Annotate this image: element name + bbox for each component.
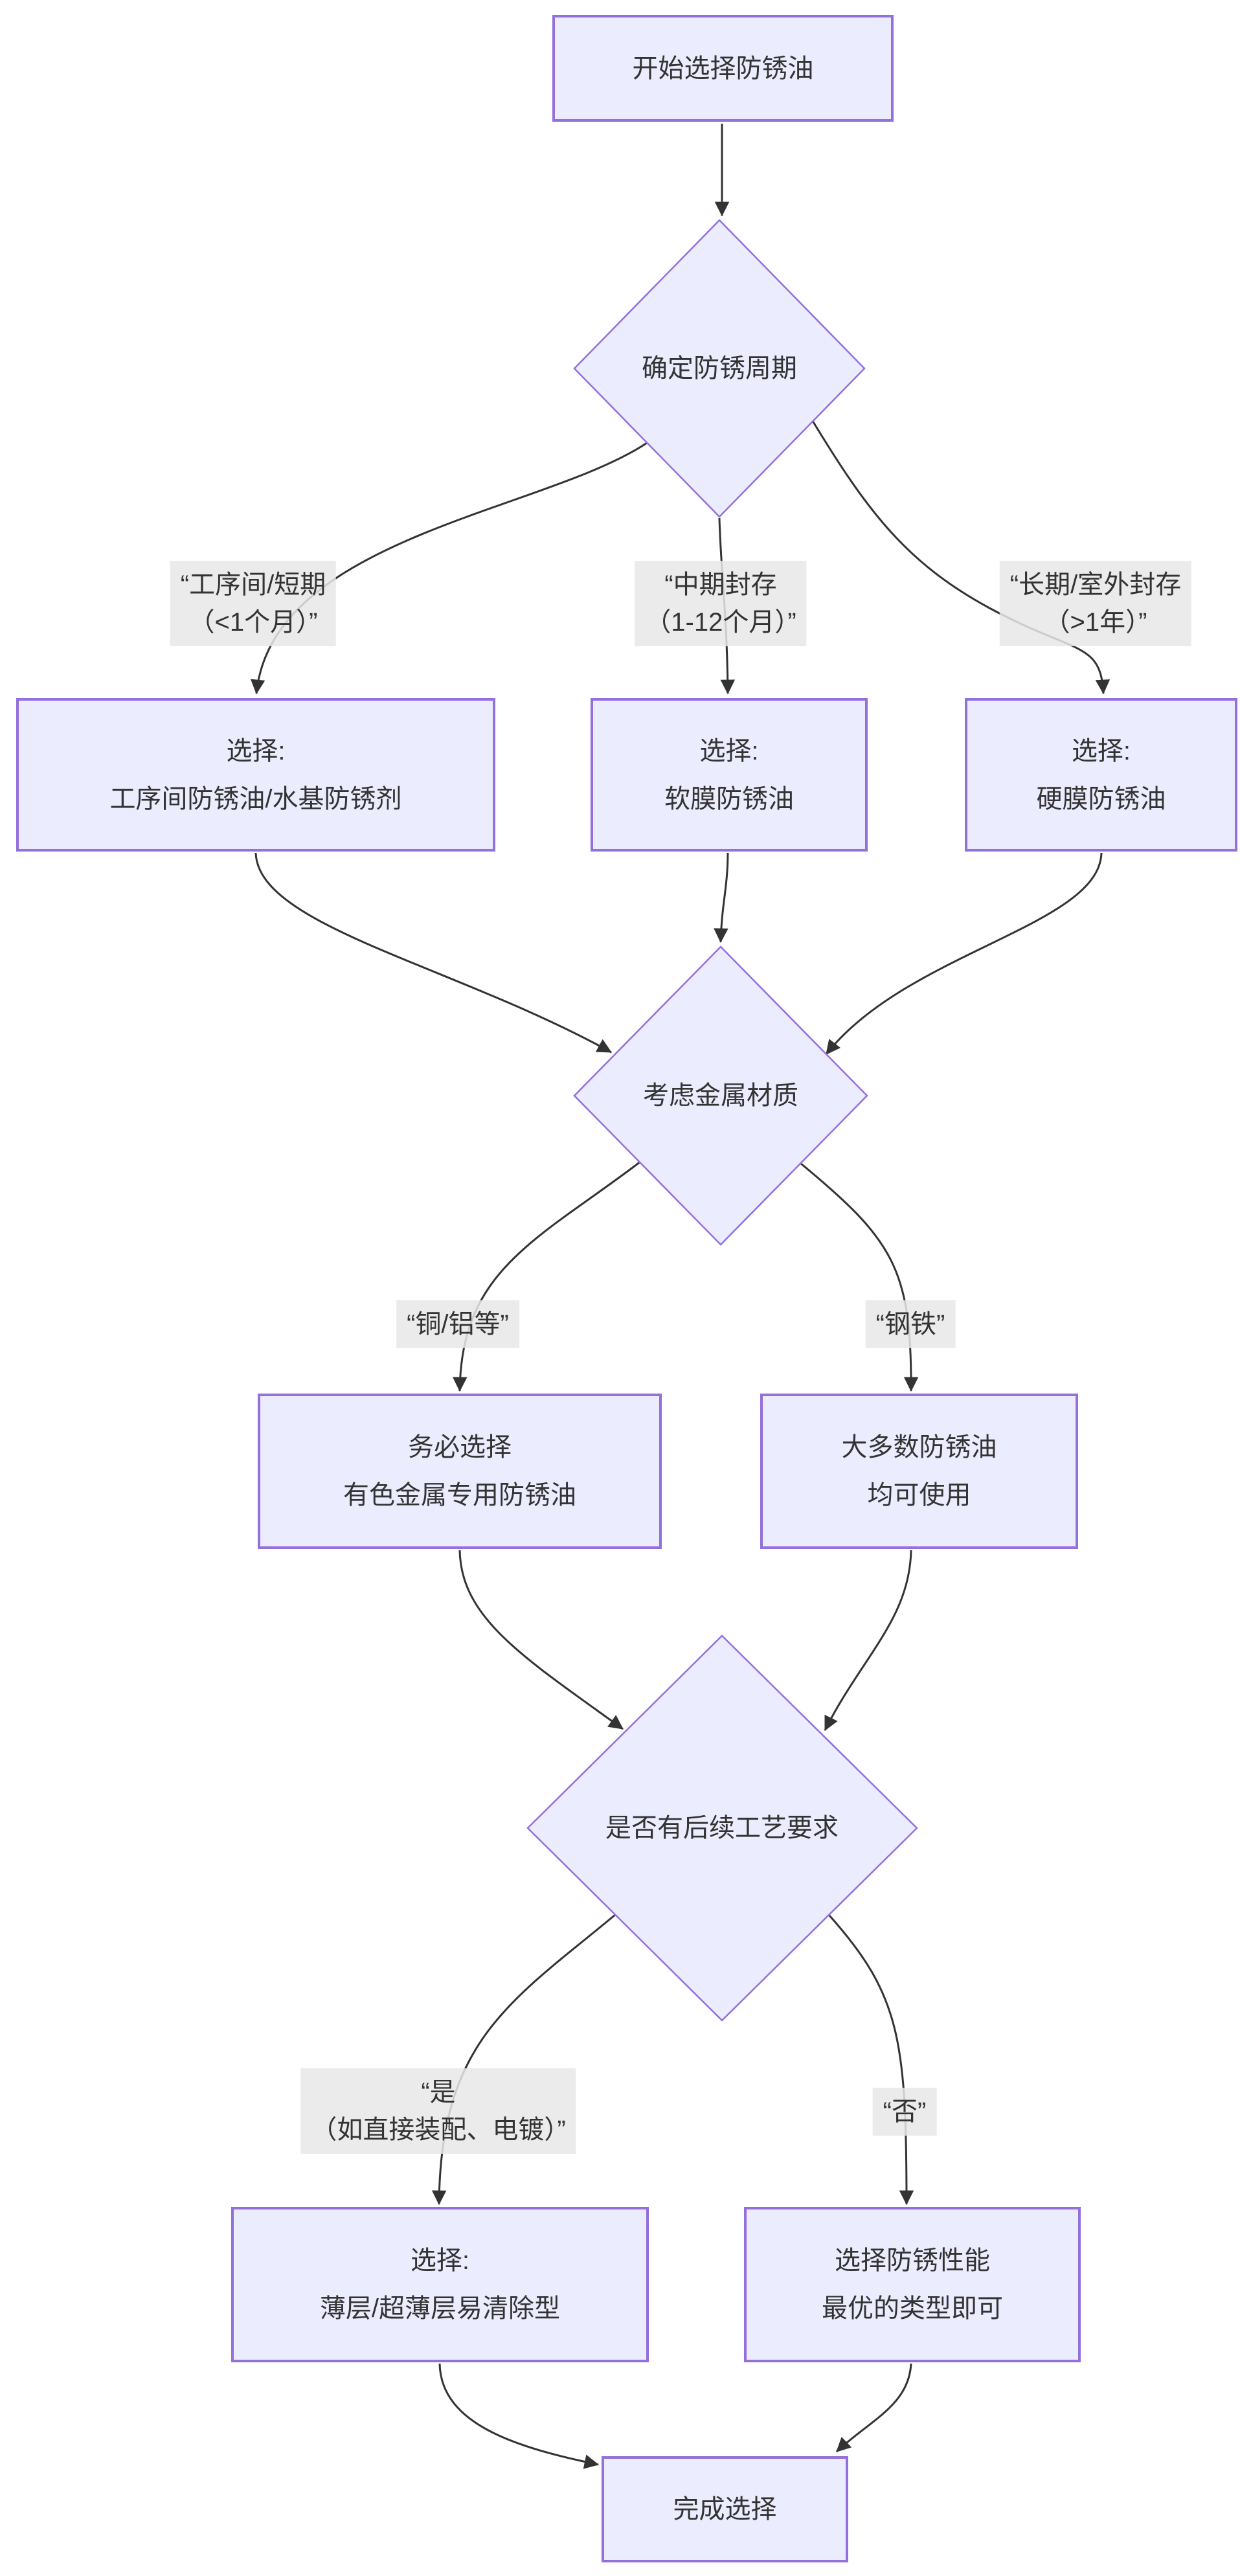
edge-process-to-thin <box>431 1914 616 2206</box>
edge-label-steel: “钢铁” <box>865 1300 956 1348</box>
node-done: 完成选择 <box>602 2456 848 2562</box>
edge-metal-to-nonferrous <box>452 1160 641 1392</box>
edge-label-copper: “铜/铝等” <box>396 1300 519 1348</box>
node-decision-metal-shape <box>573 945 868 1246</box>
edge-nonferrous-to-process <box>458 1550 624 1730</box>
edge-label-copper-line1: “铜/铝等” <box>407 1310 509 1339</box>
edge-label-long-term: “长期/室外封存 （>1年）” <box>999 561 1192 646</box>
node-option-short-term-line2: 工序间防锈油/水基防锈剂 <box>109 784 402 813</box>
edge-short-to-metal <box>254 852 612 1054</box>
node-option-best-performance-line2: 最优的类型即可 <box>822 2294 1003 2323</box>
node-option-thin-layer-line1: 选择: <box>410 2246 470 2275</box>
edge-any-to-process <box>824 1550 912 1732</box>
node-decision-cycle-shape <box>573 219 866 518</box>
node-option-soft-film-line1: 选择: <box>699 736 759 765</box>
edge-best-to-done <box>835 2363 912 2453</box>
node-option-thin-layer: 选择: 薄层/超薄层易清除型 <box>231 2207 649 2362</box>
edge-soft-to-metal <box>714 852 729 943</box>
edge-label-mid-term-line1: “中期封存 <box>664 571 777 599</box>
node-option-nonferrous: 务必选择 有色金属专用防锈油 <box>258 1394 662 1549</box>
node-decision-metal-label: 考虑金属材质 <box>643 1081 798 1110</box>
edge-label-steel-line1: “钢铁” <box>875 1310 945 1339</box>
edge-label-short-term-line1: “工序间/短期 <box>180 571 326 599</box>
node-option-short-term: 选择: 工序间防锈油/水基防锈剂 <box>16 698 495 852</box>
edge-label-short-term-line2: （<1个月）” <box>188 608 318 637</box>
node-done-label: 完成选择 <box>673 2495 777 2524</box>
node-option-any-oil-line2: 均可使用 <box>867 1481 971 1509</box>
node-option-soft-film: 选择: 软膜防锈油 <box>591 698 868 852</box>
edge-label-yes: “是 （如直接装配、电镀）” <box>300 2068 576 2154</box>
edge-label-long-term-line1: “长期/室外封存 <box>1009 571 1182 599</box>
node-option-nonferrous-line2: 有色金属专用防锈油 <box>343 1481 576 1509</box>
edge-label-short-term: “工序间/短期 （<1个月）” <box>170 561 337 646</box>
edge-label-yes-line2: （如直接装配、电镀）” <box>311 2116 566 2144</box>
node-start-label: 开始选择防锈油 <box>632 54 814 83</box>
node-decision-process-label: 是否有后续工艺要求 <box>605 1814 839 1842</box>
edge-label-no-line1: “否” <box>883 2097 927 2126</box>
edge-hard-to-metal <box>825 852 1103 1055</box>
edge-label-mid-term-line2: （1-12个月）” <box>645 608 796 637</box>
edge-process-to-best <box>828 1914 914 2206</box>
edge-label-long-term-line2: （>1年）” <box>1044 608 1147 637</box>
node-option-nonferrous-line1: 务必选择 <box>408 1433 512 1462</box>
edge-label-yes-line1: “是 <box>421 2078 456 2107</box>
node-start: 开始选择防锈油 <box>552 15 894 122</box>
node-decision-process-shape <box>526 1634 918 2022</box>
edge-thin-to-done <box>438 2363 600 2469</box>
edge-label-no: “否” <box>872 2088 937 2136</box>
edge-metal-to-any <box>800 1162 919 1392</box>
node-option-short-term-line1: 选择: <box>226 736 286 765</box>
node-option-any-oil-line1: 大多数防锈油 <box>841 1433 997 1462</box>
edge-cycle-to-hard <box>811 420 1110 695</box>
edge-label-mid-term: “中期封存 （1-12个月）” <box>635 561 807 646</box>
node-decision-cycle-label: 确定防锈周期 <box>642 354 797 383</box>
node-option-thin-layer-line2: 薄层/超薄层易清除型 <box>319 2294 561 2323</box>
node-option-best-performance: 选择防锈性能 最优的类型即可 <box>744 2207 1081 2362</box>
node-option-soft-film-line2: 软膜防锈油 <box>664 784 794 813</box>
node-option-any-oil: 大多数防锈油 均可使用 <box>760 1394 1078 1549</box>
node-option-hard-film-line2: 硬膜防锈油 <box>1036 784 1166 813</box>
node-option-hard-film-line1: 选择: <box>1071 736 1131 765</box>
node-option-best-performance-line1: 选择防锈性能 <box>835 2246 990 2275</box>
node-option-hard-film: 选择: 硬膜防锈油 <box>965 698 1237 852</box>
